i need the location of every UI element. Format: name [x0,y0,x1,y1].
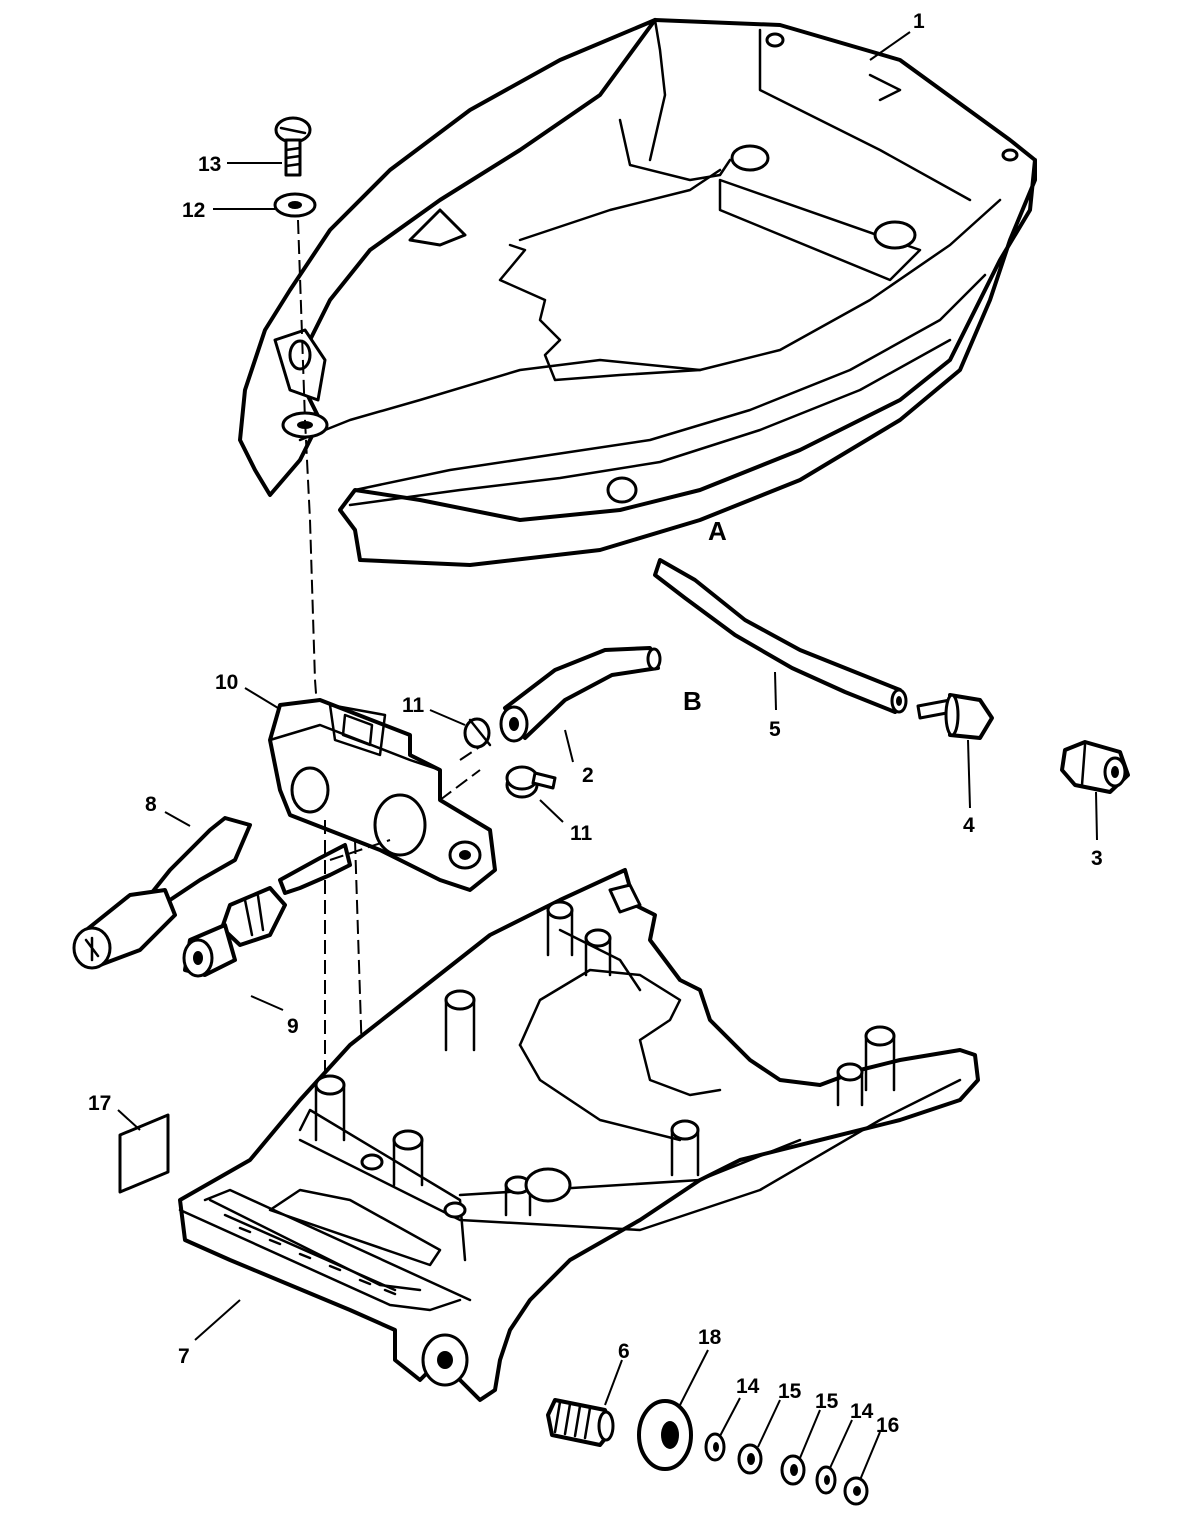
part-10-bracket [268,698,497,892]
valve-axis-line [329,839,391,861]
callout-15-b: 15 [815,1390,839,1413]
assembly-axis-line [297,219,319,721]
callout-17: 17 [88,1092,111,1115]
callout-15-a: 15 [778,1380,802,1403]
callout-13: 13 [198,153,221,176]
callout-10: 10 [215,671,238,694]
part-14-washer-b [815,1465,837,1495]
part-5-long-hose [653,558,908,714]
section-labels: A B [683,516,727,716]
callout-5: 5 [769,718,781,741]
callout-12: 12 [182,199,205,222]
callout-4: 4 [963,814,975,837]
callout-6: 6 [618,1340,630,1363]
clamp-axis-line [439,739,491,801]
leader-lines [117,31,1098,1481]
part-8-bulb-hose [72,816,252,970]
part-15-nut-a [737,1443,763,1475]
callout-11-upper: 11 [402,694,425,717]
part-1-upper-cowl [238,18,1037,567]
callout-3: 3 [1091,847,1103,870]
part-6-stud [546,1398,615,1447]
part-13-screw [274,116,312,177]
callout-11-lower: 11 [570,822,593,845]
part-3-connector [1060,740,1130,794]
part-7-lower-cowl [178,868,980,1402]
callout-labels: 1 13 12 10 11 2 11 8 9 17 7 5 4 3 6 18 1… [88,10,1103,1437]
section-label-b: B [683,686,702,716]
part-15-nut-b [780,1454,806,1486]
callout-1: 1 [913,10,925,33]
part-11-clamp-lower [505,765,557,799]
callout-14-a: 14 [736,1375,760,1398]
part-2-short-hose [499,646,662,743]
callout-16: 16 [876,1414,899,1437]
part-9-valve [182,843,352,978]
part-17-label [118,1113,170,1194]
callout-14-b: 14 [850,1400,874,1423]
callout-2: 2 [582,764,594,787]
section-label-a: A [708,516,727,546]
part-18-large-washer [637,1399,693,1471]
part-16-cap-nut [843,1476,869,1506]
part-12-washer [273,192,317,218]
callout-18: 18 [698,1326,722,1349]
bracket-axis-line-2 [354,839,366,1151]
part-4-fitting [916,693,994,740]
callout-7: 7 [178,1345,190,1368]
callout-8: 8 [145,793,157,816]
part-11-clamp-upper [463,717,492,749]
part-14-washer-a [704,1432,726,1462]
callout-9: 9 [287,1015,299,1038]
